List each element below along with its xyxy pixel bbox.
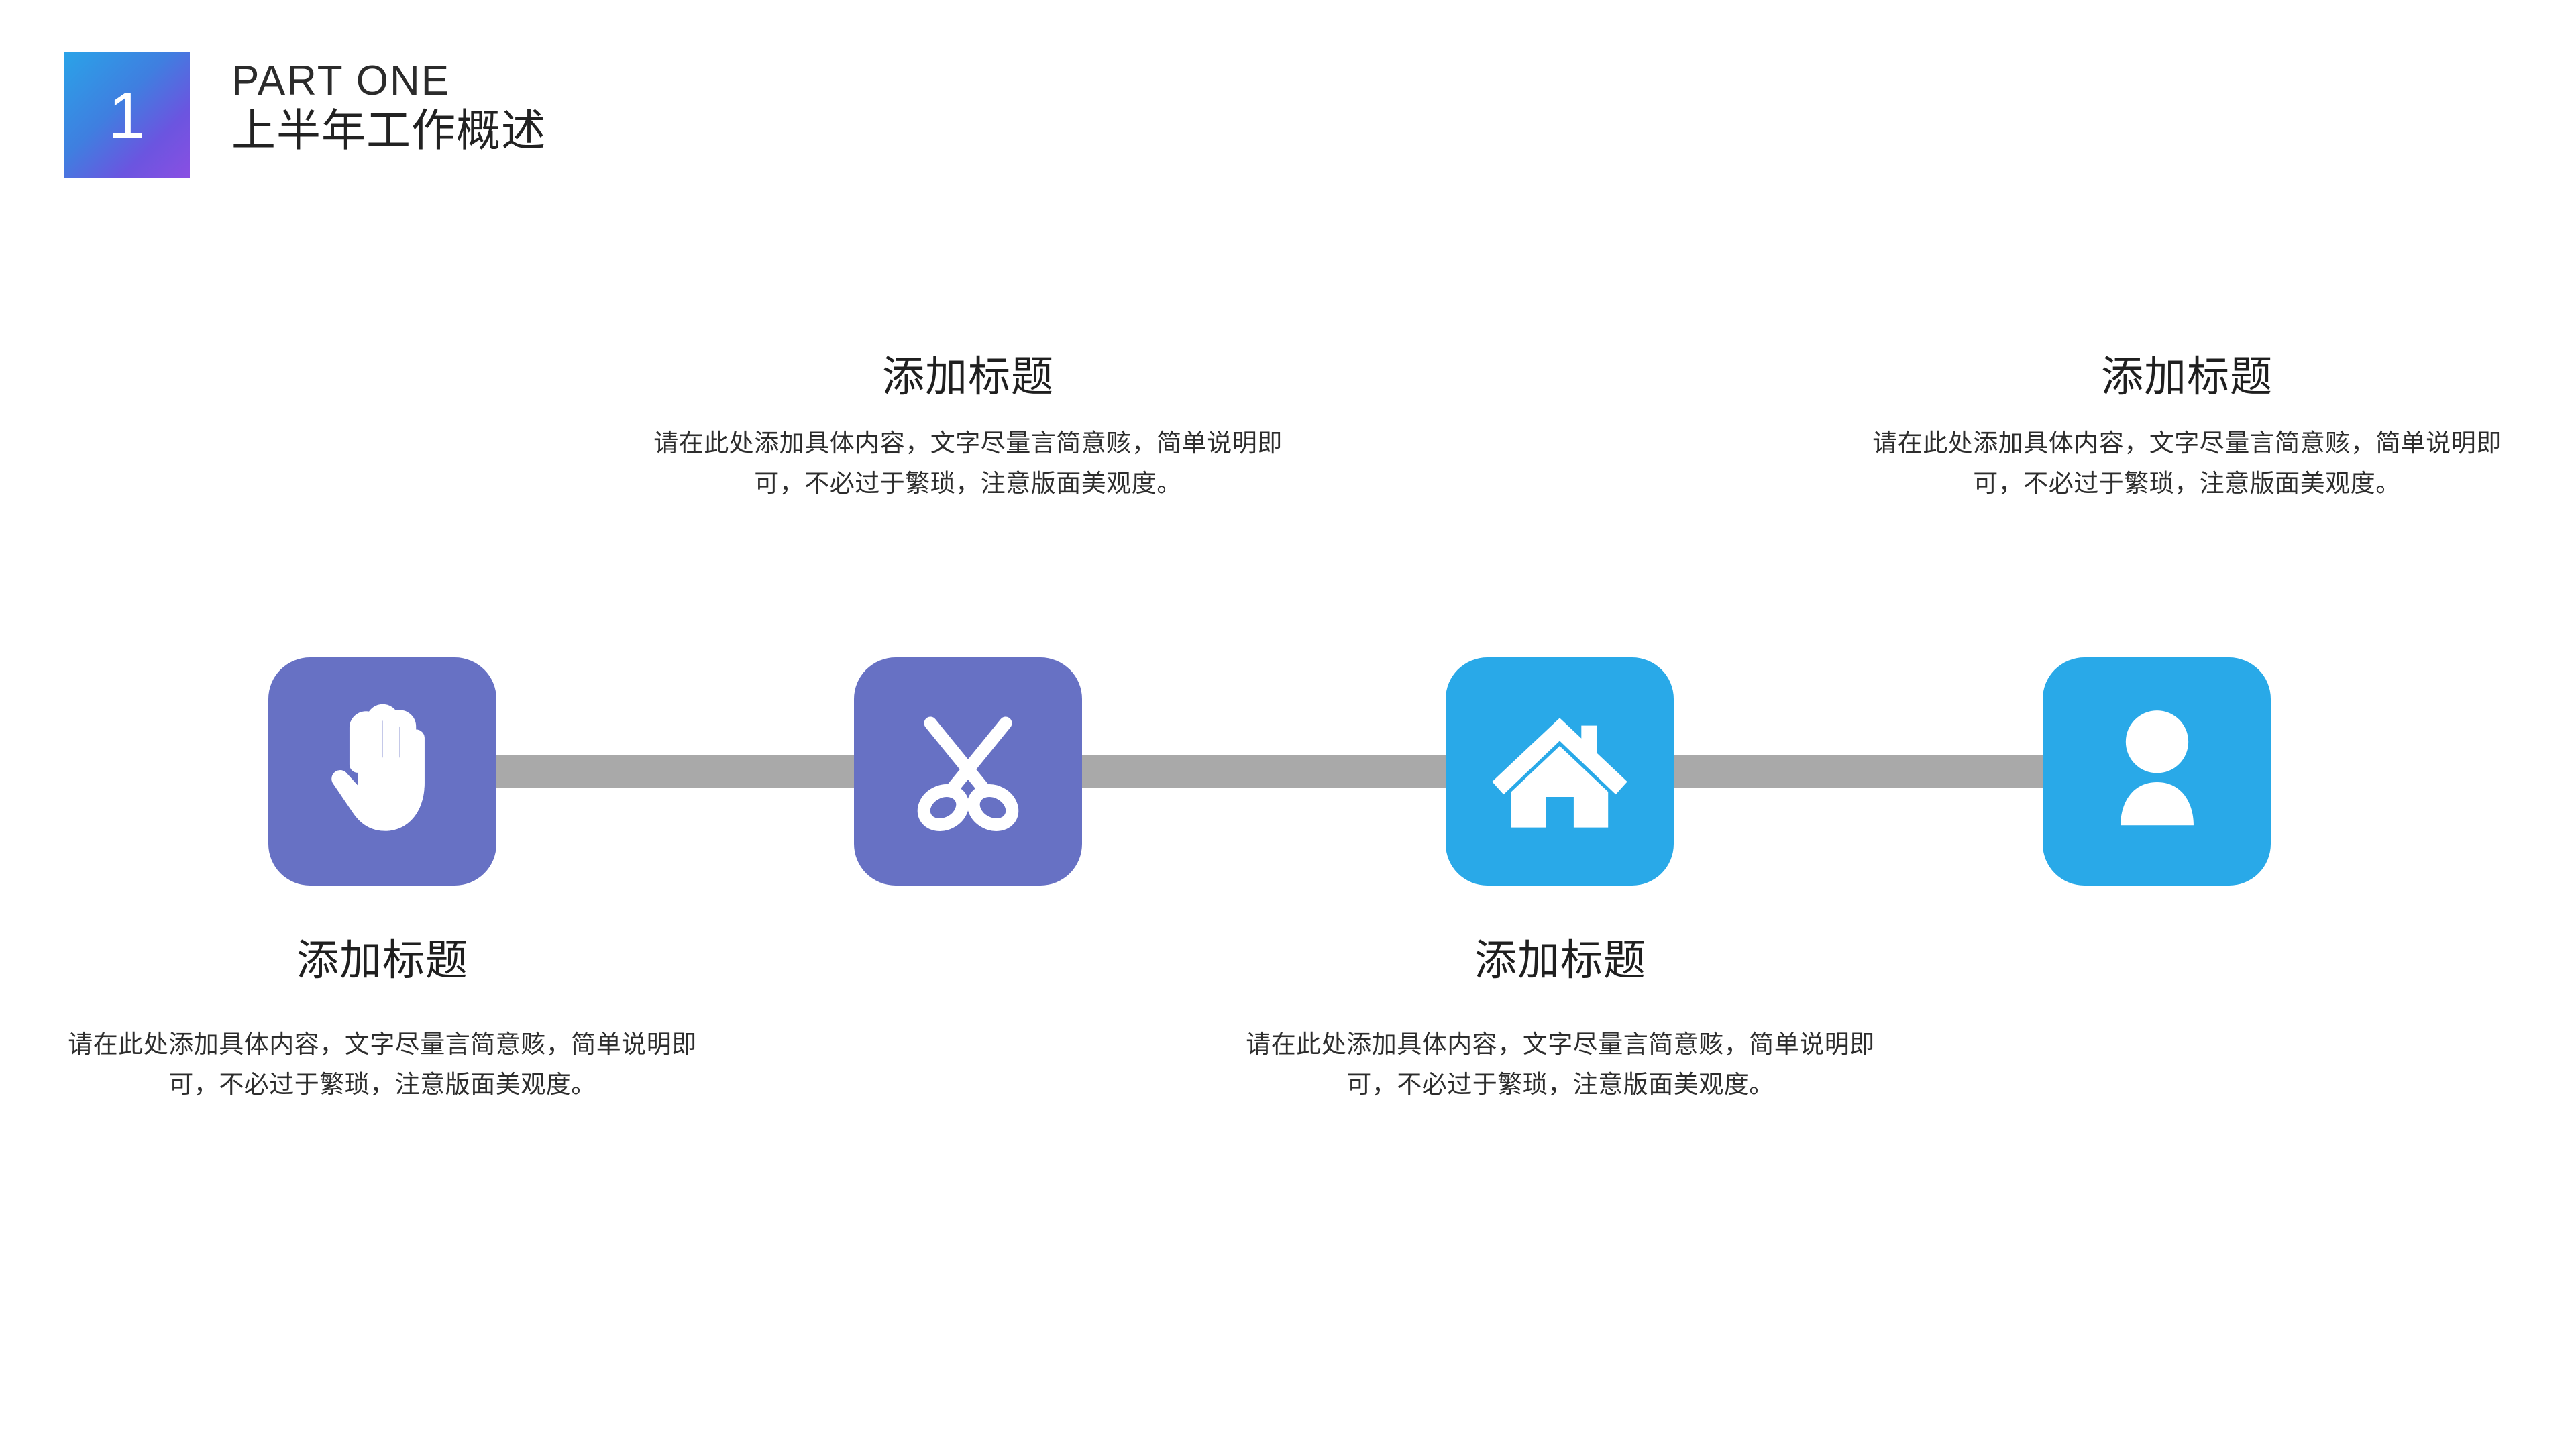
step-1-body: 请在此处添加具体内容，文字尽量言简意赅，简单说明即可，不必过于繁琐，注意版面美观… bbox=[68, 1030, 697, 1099]
step-1-title: 添加标题 bbox=[297, 937, 468, 984]
hand-icon bbox=[319, 704, 446, 839]
header-eyebrow: PART ONE bbox=[231, 58, 451, 104]
slide-header: 1 PART ONE 上半年工作概述 bbox=[64, 52, 546, 178]
step-2-text-block: 添加标题 请在此处添加具体内容，文字尽量言简意赅，简单说明即可，不必过于繁琐，注… bbox=[633, 354, 1303, 504]
scissors-icon bbox=[901, 704, 1035, 839]
person-icon bbox=[2098, 706, 2216, 837]
step-2-title: 添加标题 bbox=[882, 354, 1054, 400]
timeline-node-2[interactable] bbox=[854, 657, 1082, 885]
step-3-body: 请在此处添加具体内容，文字尽量言简意赅，简单说明即可，不必过于繁琐，注意版面美观… bbox=[1246, 1030, 1875, 1099]
timeline-node-4[interactable] bbox=[2043, 657, 2271, 885]
step-3-text-block: 添加标题 请在此处添加具体内容，文字尽量言简意赅，简单说明即可，不必过于繁琐，注… bbox=[1225, 937, 1896, 1105]
connector-2-3 bbox=[1082, 755, 1458, 788]
section-number-label: 1 bbox=[108, 78, 146, 152]
step-4-text-block: 添加标题 请在此处添加具体内容，文字尽量言简意赅，简单说明即可，不必过于繁琐，注… bbox=[1851, 354, 2522, 504]
home-icon bbox=[1489, 708, 1630, 835]
step-4-title: 添加标题 bbox=[2101, 354, 2273, 400]
connector-1-2 bbox=[496, 755, 862, 788]
timeline-node-1[interactable] bbox=[268, 657, 496, 885]
connector-3-4 bbox=[1674, 755, 2049, 788]
step-4-body: 请在此处添加具体内容，文字尽量言简意赅，简单说明即可，不必过于繁琐，注意版面美观… bbox=[1872, 429, 2502, 498]
section-number-badge: 1 bbox=[64, 52, 190, 178]
step-2-body: 请在此处添加具体内容，文字尽量言简意赅，简单说明即可，不必过于繁琐，注意版面美观… bbox=[653, 429, 1283, 498]
timeline-node-3[interactable] bbox=[1446, 657, 1674, 885]
step-1-text-block: 添加标题 请在此处添加具体内容，文字尽量言简意赅，简单说明即可，不必过于繁琐，注… bbox=[47, 937, 718, 1105]
header-text-group: PART ONE 上半年工作概述 bbox=[231, 52, 546, 156]
page-title: 上半年工作概述 bbox=[231, 105, 546, 156]
step-3-title: 添加标题 bbox=[1474, 937, 1646, 984]
